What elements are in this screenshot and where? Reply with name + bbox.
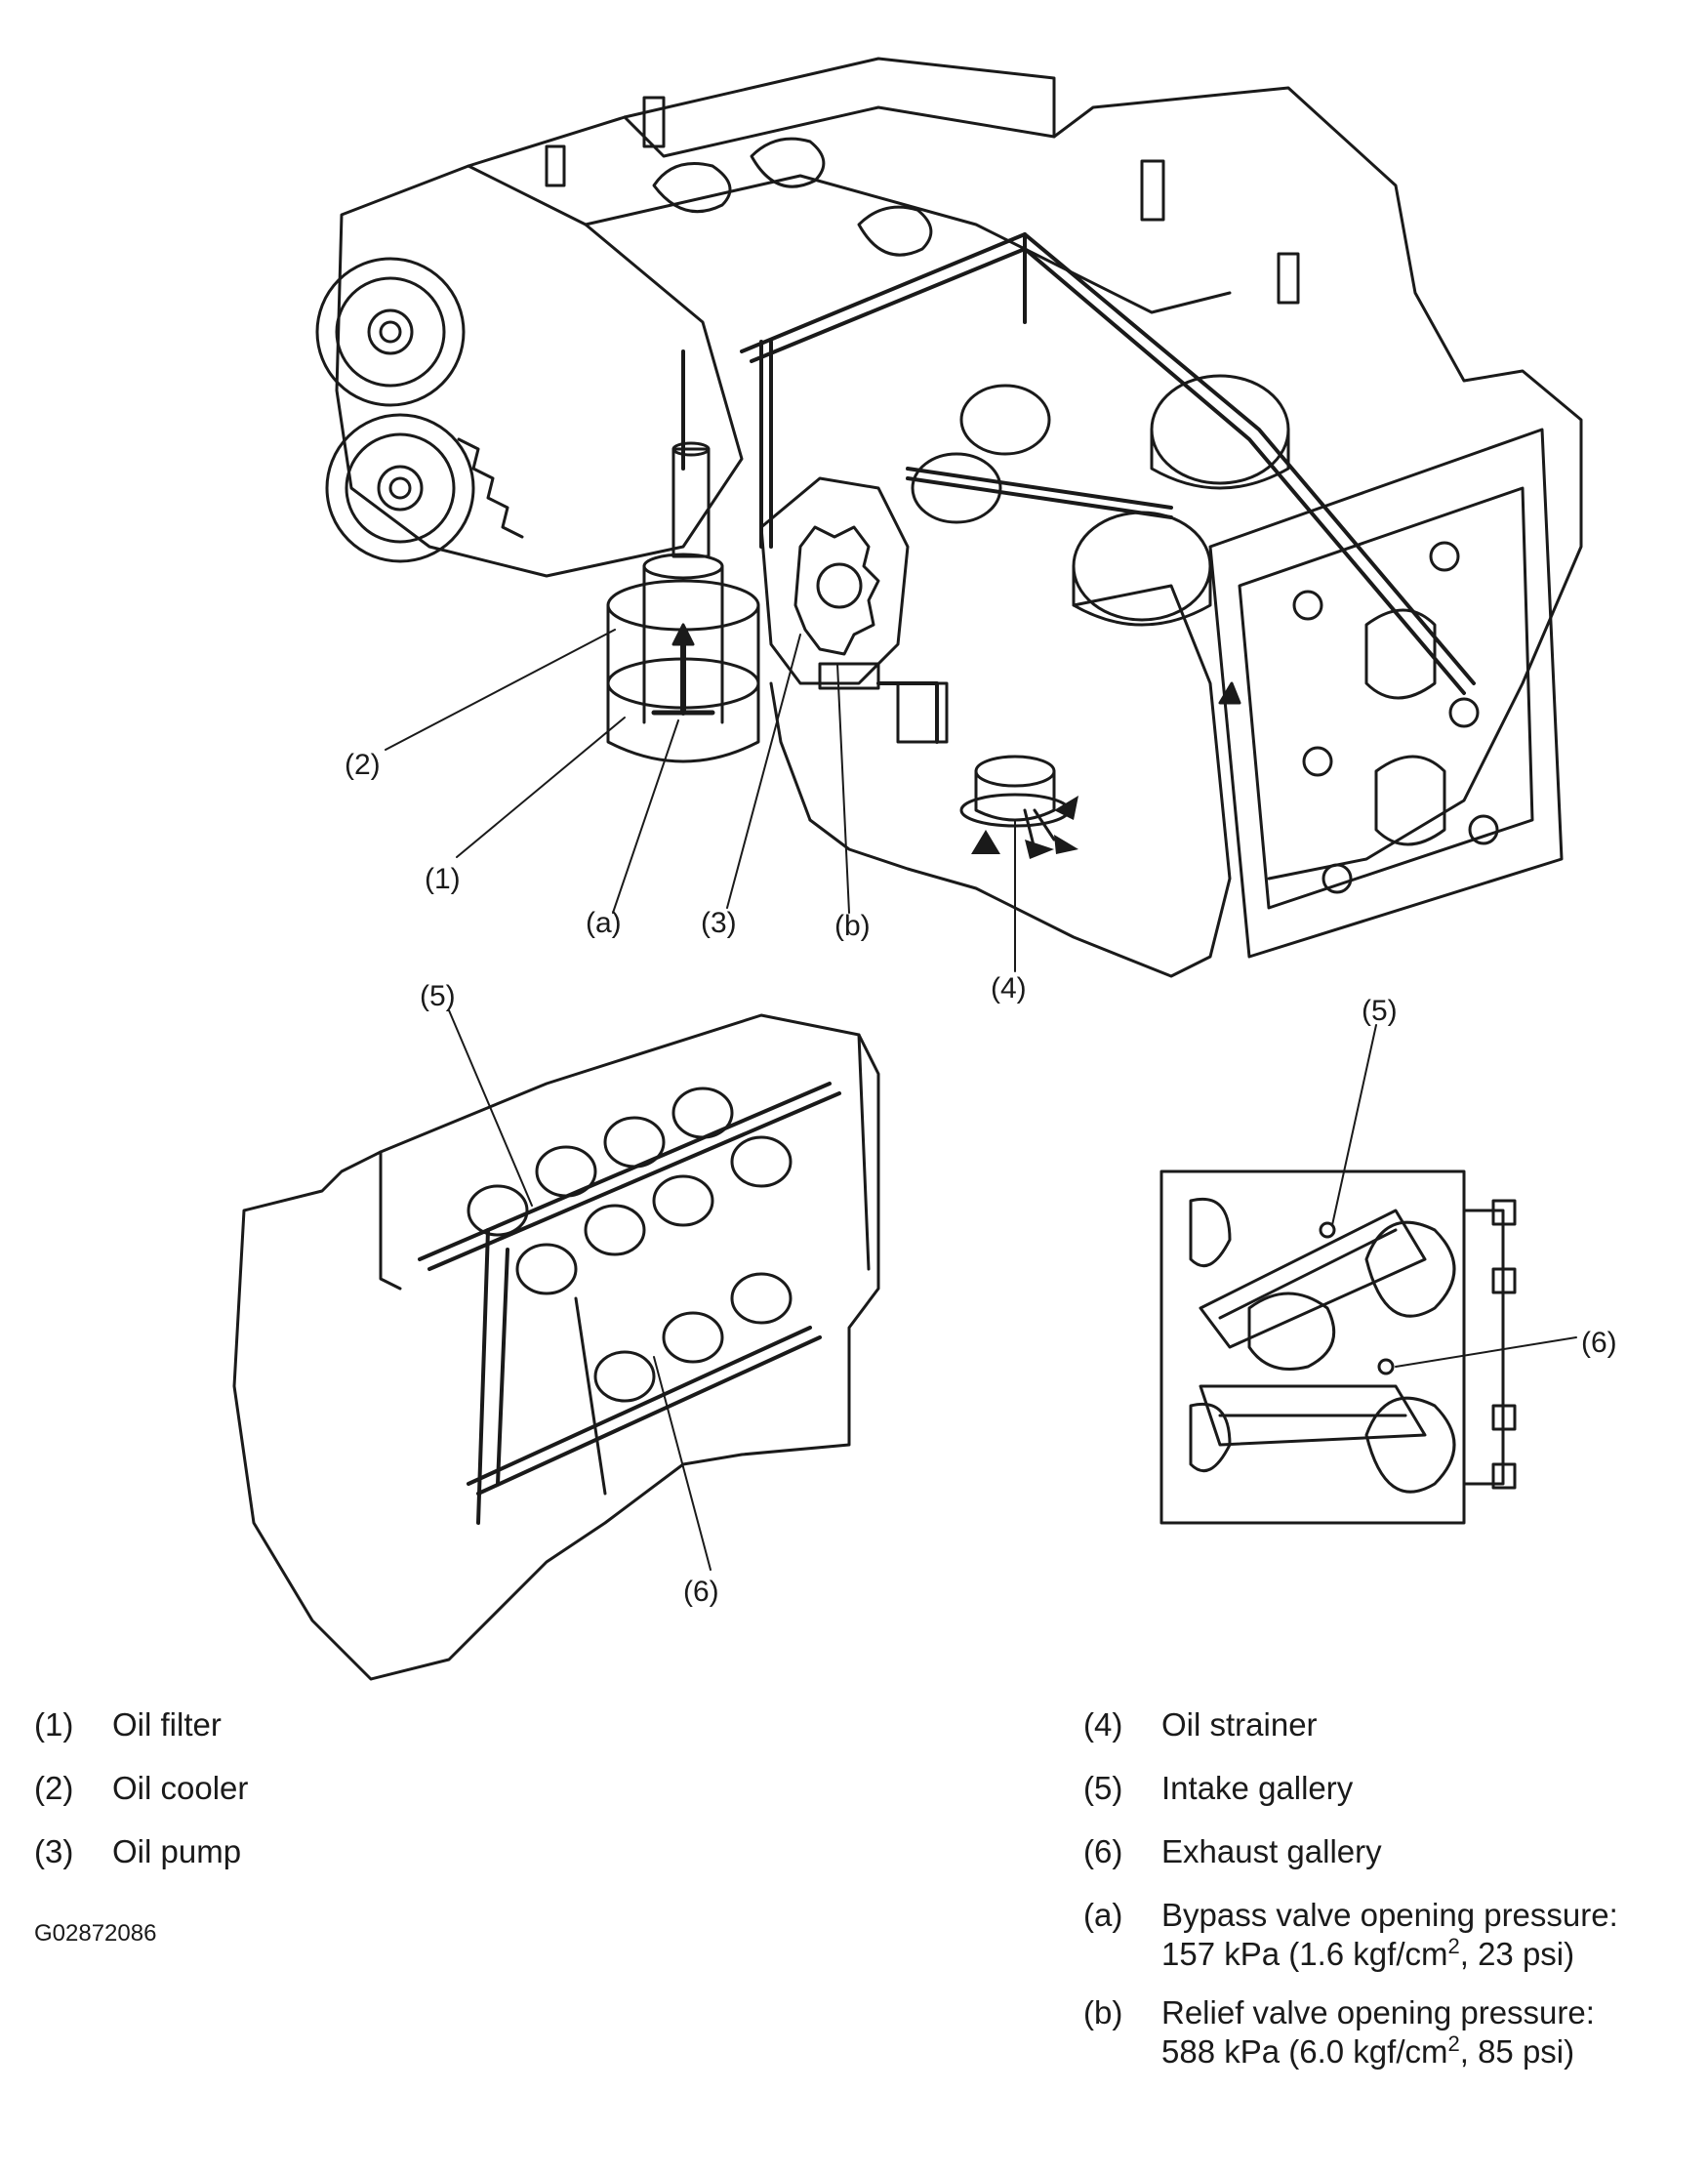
- callout-2: (2): [345, 749, 381, 781]
- camshaft-pulley: [315, 257, 466, 407]
- legend-text: Exhaust gallery: [1161, 1833, 1382, 1869]
- legend-item-bypass-valve: (a) Bypass valve opening pressure: 157 k…: [1083, 1896, 1618, 1974]
- intake-exhaust-gallery-view-right: (5) (6): [1159, 995, 1617, 1525]
- legend-num: (a): [1083, 1897, 1123, 1933]
- legend-text: Oil filter: [112, 1706, 222, 1743]
- callout-6-left: (6): [683, 1576, 719, 1608]
- legend-num: (b): [1083, 1994, 1123, 2030]
- legend-num: (2): [34, 1770, 74, 1806]
- legend-num: (3): [34, 1833, 74, 1869]
- legend-item-oil-cooler: (2) Oil cooler: [34, 1769, 248, 1808]
- oil-gallery-lines: [681, 232, 1476, 744]
- legend-text: Intake gallery: [1161, 1770, 1354, 1806]
- main-engine-view: (2) (1) (a) (3) (b) (4): [315, 57, 1583, 1005]
- legend-item-oil-filter: (1) Oil filter: [34, 1705, 222, 1744]
- legend-num: (4): [1083, 1706, 1123, 1743]
- legend-item-exhaust-gallery: (6) Exhaust gallery: [1083, 1832, 1382, 1871]
- relief-valve-pressure: 588 kPa (6.0 kgf/cm2, 85 psi): [1161, 2031, 1575, 2071]
- legend-num: (5): [1083, 1770, 1123, 1806]
- oil-pump: [759, 476, 910, 690]
- intake-exhaust-gallery-view-left: (5) (6): [232, 980, 880, 1681]
- legend-num: (6): [1083, 1833, 1123, 1869]
- callout-b: (b): [834, 910, 871, 942]
- callout-3: (3): [701, 907, 737, 939]
- legend-item-intake-gallery: (5) Intake gallery: [1083, 1769, 1353, 1808]
- callout-5-left: (5): [420, 980, 456, 1012]
- callout-5-right: (5): [1362, 995, 1398, 1027]
- relief-valve-label: Relief valve opening pressure:: [1161, 1994, 1595, 2030]
- legend-item-oil-pump: (3) Oil pump: [34, 1832, 241, 1871]
- bypass-valve-label: Bypass valve opening pressure:: [1161, 1897, 1618, 1933]
- callout-a: (a): [586, 907, 622, 939]
- crankshaft-pulley: [325, 413, 524, 563]
- legend-item-relief-valve: (b) Relief valve opening pressure: 588 k…: [1083, 1993, 1595, 2071]
- legend-text: Oil cooler: [112, 1770, 249, 1806]
- legend-text: Oil pump: [112, 1833, 242, 1869]
- callout-1: (1): [425, 863, 461, 895]
- leader-lines-main: [385, 629, 1016, 972]
- engine-lubrication-illustration: (2) (1) (a) (3) (b) (4) (5) (6): [232, 57, 1617, 1681]
- legend-num: (1): [34, 1706, 74, 1743]
- callout-6-right: (6): [1581, 1327, 1617, 1359]
- legend-text: Oil strainer: [1161, 1706, 1318, 1743]
- bypass-valve-pressure: 157 kPa (1.6 kgf/cm2, 23 psi): [1161, 1934, 1575, 1973]
- oil-cooler-and-filter: [606, 441, 760, 763]
- oil-inflow-arrows: [971, 796, 1078, 859]
- legend-item-oil-strainer: (4) Oil strainer: [1083, 1705, 1318, 1744]
- callout-4: (4): [991, 972, 1027, 1005]
- figure-code: G02872086: [34, 1920, 157, 1947]
